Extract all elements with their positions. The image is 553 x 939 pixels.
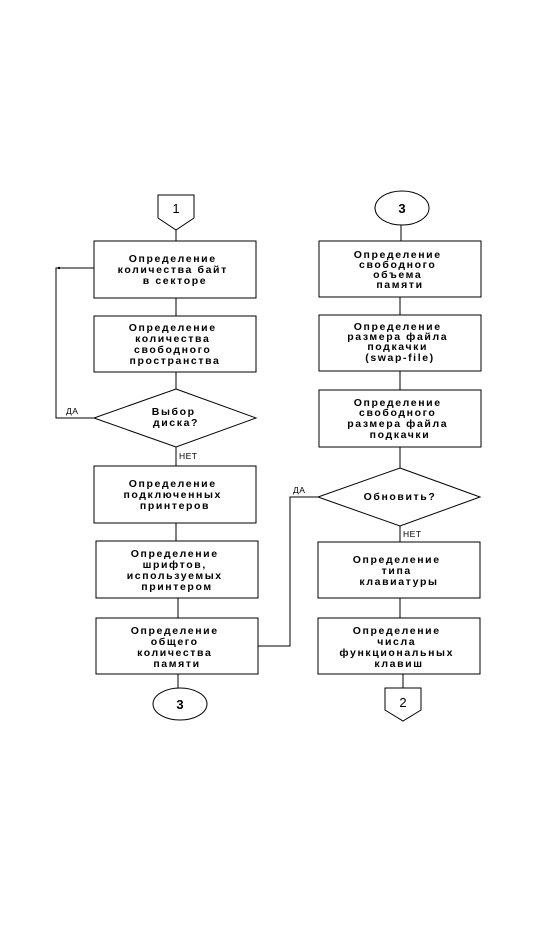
left-box-4-line-2: шрифтов,	[143, 559, 207, 571]
right-box-1-line-3: объема	[373, 269, 422, 281]
svg-text:Определение общего: Определение общего количества памяти	[131, 625, 223, 670]
right-decision-update: Обновить?	[316, 467, 482, 527]
right-box-1-line-2: свободного	[359, 259, 436, 271]
left-box-4-line-4: принтером	[141, 581, 212, 593]
right-box-2-line-3: подкачки	[367, 341, 428, 353]
right-start-connector: 3	[374, 190, 430, 226]
right-decision-yes-label: ДА	[293, 485, 305, 495]
right-box-function-keys: Определение числа функциональных клавиш	[317, 617, 481, 675]
right-box-4-line-1: Определение	[353, 554, 441, 566]
left-box-2-line-4: пространства	[130, 355, 221, 367]
left-box-total-memory: Определение общего количества памяти	[95, 617, 259, 675]
right-box-2-line-1: Определение	[354, 321, 442, 333]
right-box-3-line-2: свободного	[359, 407, 436, 419]
svg-text:Определение количества б: Определение количества байт в секторе	[118, 253, 233, 287]
right-box-3-line-1: Определение	[354, 397, 442, 409]
right-box-4-line-3: клавиатуры	[359, 576, 438, 588]
left-box-3-line-1: Определение	[129, 478, 217, 490]
right-box-2-line-4: (swap-file)	[365, 352, 435, 364]
right-decision-line-1: Обновить?	[364, 491, 437, 503]
left-box-3-line-3: принтеров	[140, 500, 210, 512]
right-end-connector: 2	[384, 687, 422, 722]
left-box-printers: Определение подключенных принтеров	[93, 465, 257, 524]
right-end-connector-label: 2	[399, 695, 406, 710]
left-start-connector: 1	[157, 194, 195, 231]
right-decision-no-label: НЕТ	[403, 529, 422, 539]
right-box-free-memory: Определение свободного объема памяти	[318, 240, 482, 298]
left-box-printer-fonts: Определение шрифтов, используемых принте…	[95, 540, 259, 599]
left-box-free-space: Определение количества свободного простр…	[93, 315, 257, 373]
left-box-2-line-1: Определение	[129, 322, 217, 334]
svg-text:Определение подключенных: Определение подключенных принтеров	[123, 478, 226, 512]
svg-text:Определение шрифтов,: Определение шрифтов, используемых принте…	[127, 548, 228, 593]
left-box-2-line-3: свободного	[134, 344, 211, 356]
svg-text:Определение свободного: Определение свободного объема памяти	[354, 249, 446, 291]
left-box-3-line-2: подключенных	[123, 489, 222, 501]
svg-text:Определение числа: Определение числа функциональных клавиш	[339, 625, 458, 670]
right-box-swap-size: Определение размера файла подкачки (swap…	[318, 314, 482, 372]
left-box-1-line-1: Определение	[129, 253, 217, 265]
right-box-5-line-2: числа	[377, 636, 416, 648]
svg-text:Определение типа к: Определение типа клавиатуры	[353, 554, 445, 588]
left-decision-line-1: Выбор	[152, 406, 196, 418]
right-start-connector-label: 3	[398, 201, 405, 216]
right-box-5-line-1: Определение	[353, 625, 441, 637]
right-box-3-line-3: размера файла	[347, 418, 448, 430]
right-box-keyboard-type: Определение типа клавиатуры	[317, 541, 481, 599]
right-box-5-line-3: функциональных	[339, 647, 454, 659]
svg-text:Определение размера файл: Определение размера файла подкачки (swap…	[347, 321, 452, 364]
left-start-connector-label: 1	[172, 201, 179, 216]
right-box-4-line-2: типа	[382, 565, 412, 577]
left-decision-no-label: НЕТ	[179, 451, 198, 461]
left-box-5-line-4: памяти	[153, 658, 200, 670]
svg-text:Выбор диска?: Выбор диска?	[152, 406, 200, 429]
right-box-1-line-4: памяти	[376, 279, 423, 291]
left-decision-yes-label: ДА	[66, 406, 78, 416]
svg-text:Определение свободного: Определение свободного размера файла под…	[347, 397, 452, 441]
left-box-1-line-2: количества байт	[118, 264, 228, 276]
left-end-connector-label: 3	[176, 697, 183, 712]
right-box-free-swap: Определение свободного размера файла под…	[318, 389, 482, 448]
left-box-2-line-2: количества	[135, 333, 210, 345]
left-box-1-line-3: в секторе	[143, 275, 207, 287]
left-box-5-line-1: Определение	[131, 625, 219, 637]
right-box-2-line-2: размера файла	[347, 331, 448, 343]
left-box-bytes-per-sector: Определение количества байт в секторе	[93, 240, 257, 299]
left-box-5-line-3: количества	[137, 647, 212, 659]
right-box-5-line-4: клавиш	[374, 658, 423, 670]
right-box-1-line-1: Определение	[354, 249, 442, 261]
left-box-4-line-3: используемых	[127, 570, 223, 582]
left-decision-select-disk: Выбор диска?	[92, 388, 258, 448]
left-box-5-line-2: общего	[151, 636, 199, 648]
svg-text:Обновить?: Обновить?	[364, 491, 437, 503]
svg-text:Определение количества: Определение количества свободного простр…	[129, 322, 221, 367]
left-box-4-line-1: Определение	[131, 548, 219, 560]
left-decision-line-2: диска?	[153, 417, 199, 429]
left-end-connector: 3	[152, 687, 208, 721]
right-box-3-line-4: подкачки	[370, 429, 431, 441]
